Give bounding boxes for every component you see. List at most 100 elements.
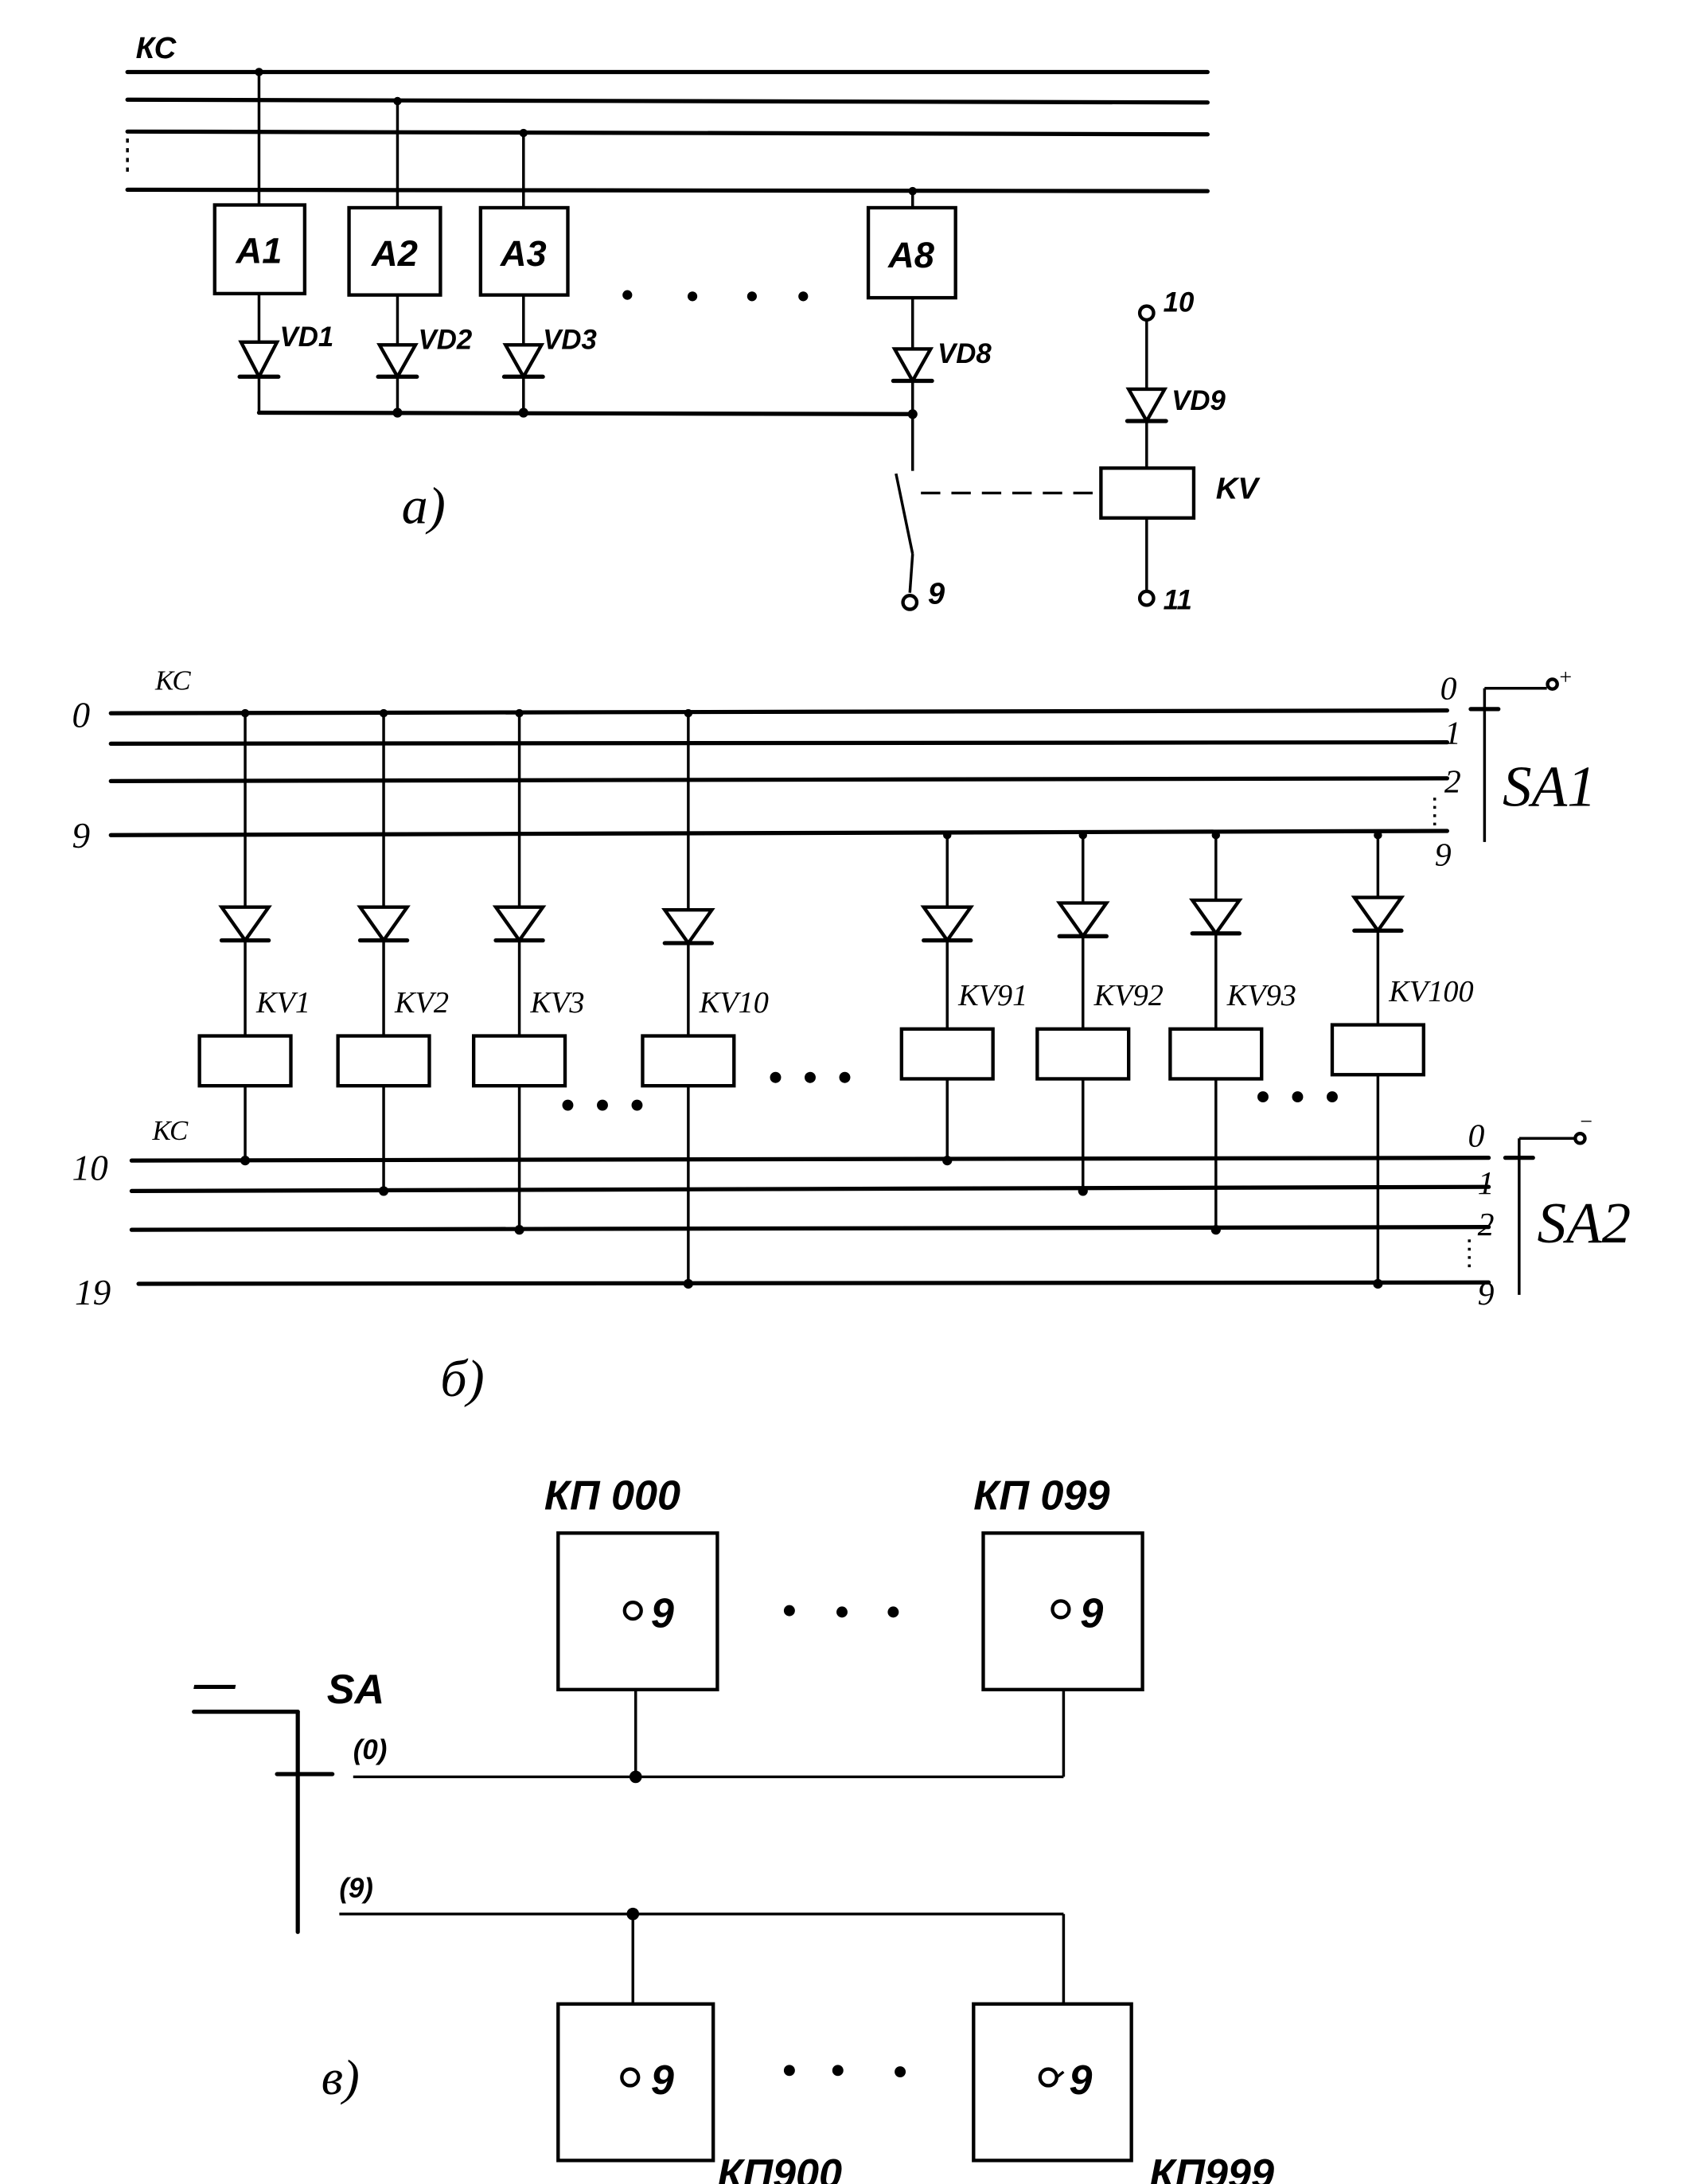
- svg-text:(9): (9): [339, 1873, 373, 1904]
- svg-text:9: 9: [1080, 1591, 1103, 1637]
- switch-sa1: + SA1: [1468, 665, 1596, 842]
- svg-text:1: 1: [1478, 1165, 1495, 1202]
- diode-icon: [661, 908, 715, 946]
- diode-icon: [357, 905, 411, 944]
- ellipsis-dots: [562, 1071, 1338, 1111]
- svg-text:+: +: [1558, 665, 1573, 690]
- relay-kv2: KV2: [336, 708, 449, 1196]
- relay-label: KV92: [1093, 979, 1164, 1012]
- junction-dot: [1210, 1225, 1221, 1235]
- svg-text:9: 9: [72, 816, 91, 856]
- top-bus: [108, 708, 1449, 837]
- part-c: — SA (0) (9) КП 000 9 КП 099: [192, 1473, 1274, 2184]
- diode-vd8-icon: [891, 347, 934, 384]
- svg-text:−: −: [1579, 1110, 1594, 1134]
- junction-dot: [240, 1156, 251, 1166]
- relay-contact-switch: 9: [895, 473, 1101, 611]
- diode-icon: [218, 905, 272, 944]
- relay-kv93: KV93: [1168, 831, 1296, 1235]
- junction-dot: [378, 1186, 389, 1196]
- svg-text:VD1: VD1: [280, 322, 334, 353]
- relay-kv92: KV92: [1035, 831, 1164, 1196]
- svg-text:SA1: SA1: [1503, 755, 1596, 819]
- junction-dot: [379, 708, 388, 718]
- block-a1: A1: [212, 203, 307, 296]
- relay-label: KV100: [1388, 975, 1473, 1008]
- part-a: КС A1 A2 A3 A8: [125, 31, 1261, 616]
- diode-icon: [1055, 901, 1110, 940]
- relay-kv: 10 VD9 KV 11: [1099, 287, 1261, 616]
- relay-coil: [641, 1034, 736, 1088]
- svg-text:A2: A2: [371, 233, 418, 274]
- diodes-a: VD1 VD2 VD3 VD8: [237, 322, 992, 384]
- relay-coil: [899, 1027, 995, 1081]
- junction-dot: [684, 708, 693, 718]
- svg-text:0: 0: [72, 696, 91, 735]
- relay-coil: [471, 1034, 567, 1088]
- junction-dot: [1211, 831, 1221, 840]
- diode-vd2-icon: [376, 343, 419, 380]
- junction-dot: [942, 1156, 953, 1166]
- relay-kv3: KV3: [471, 708, 585, 1235]
- control-point-999: 9 КП999: [972, 2002, 1274, 2184]
- relay-label: KV1: [255, 986, 310, 1020]
- junction-dot: [1373, 1278, 1383, 1289]
- junction-dot: [240, 708, 250, 718]
- relay-coil: [336, 1034, 431, 1088]
- svg-text:(0): (0): [353, 1734, 388, 1765]
- svg-text:КП 099: КП 099: [973, 1473, 1109, 1519]
- diode-vd3-icon: [501, 343, 545, 380]
- caption-c: в): [322, 2049, 360, 2105]
- svg-text:A3: A3: [500, 233, 547, 274]
- svg-text:VD2: VD2: [419, 324, 473, 355]
- svg-text:19: 19: [75, 1273, 111, 1312]
- svg-text:9: 9: [1478, 1276, 1495, 1312]
- caption-b: б): [440, 1350, 484, 1408]
- junction-dot: [1078, 831, 1087, 840]
- bottom-bus-label: КС: [151, 1115, 188, 1146]
- diode-icon: [1189, 898, 1243, 937]
- control-point-000: КП 000 9: [544, 1473, 719, 1691]
- junction-dot: [943, 831, 952, 840]
- svg-text:2: 2: [1478, 1207, 1495, 1243]
- diode-vd1-icon: [237, 340, 281, 380]
- svg-text:KV: KV: [1216, 471, 1261, 505]
- svg-text:9: 9: [1435, 837, 1452, 874]
- block-a2: A2: [347, 205, 442, 297]
- svg-text:VD8: VD8: [938, 338, 992, 369]
- svg-text:VD3: VD3: [543, 324, 597, 355]
- caption-a: a): [402, 478, 446, 536]
- svg-text:VD9: VD9: [1171, 385, 1226, 416]
- svg-text:9: 9: [928, 577, 945, 611]
- svg-text:11: 11: [1164, 585, 1192, 616]
- svg-text:9: 9: [1069, 2057, 1092, 2104]
- switch-sa2: − SA2: [1503, 1110, 1631, 1295]
- relay-coil: [1330, 1023, 1425, 1077]
- svg-text:9: 9: [651, 1591, 674, 1637]
- relay-label: KV91: [957, 979, 1027, 1012]
- relay-kv10: KV10: [641, 708, 769, 1289]
- relay-kv100: KV100: [1330, 831, 1474, 1289]
- svg-text:9: 9: [651, 2057, 674, 2104]
- relay-label: KV2: [394, 986, 449, 1020]
- block-a3: A3: [478, 205, 570, 297]
- relay-coil: [1168, 1027, 1264, 1081]
- diode-icon: [920, 905, 975, 944]
- switch-sa: — SA (0) (9): [192, 1661, 388, 1934]
- diode-vd9-icon: [1125, 387, 1168, 425]
- junction-dot: [1078, 1186, 1088, 1196]
- svg-text:SA2: SA2: [1537, 1191, 1631, 1255]
- svg-text:—: —: [193, 1661, 236, 1707]
- control-bus: [125, 69, 1210, 193]
- junction-dot: [514, 1225, 524, 1235]
- relay-label: KV10: [699, 986, 769, 1020]
- svg-text:КП999: КП999: [1149, 2151, 1274, 2184]
- part-b: КС 0 9 0 1 2 9 + SA1 КС 10 19: [72, 665, 1631, 1408]
- diode-icon: [492, 905, 547, 944]
- ellipsis-dots: [622, 290, 809, 302]
- svg-text:2: 2: [1444, 763, 1461, 800]
- relay-coil: [197, 1034, 293, 1088]
